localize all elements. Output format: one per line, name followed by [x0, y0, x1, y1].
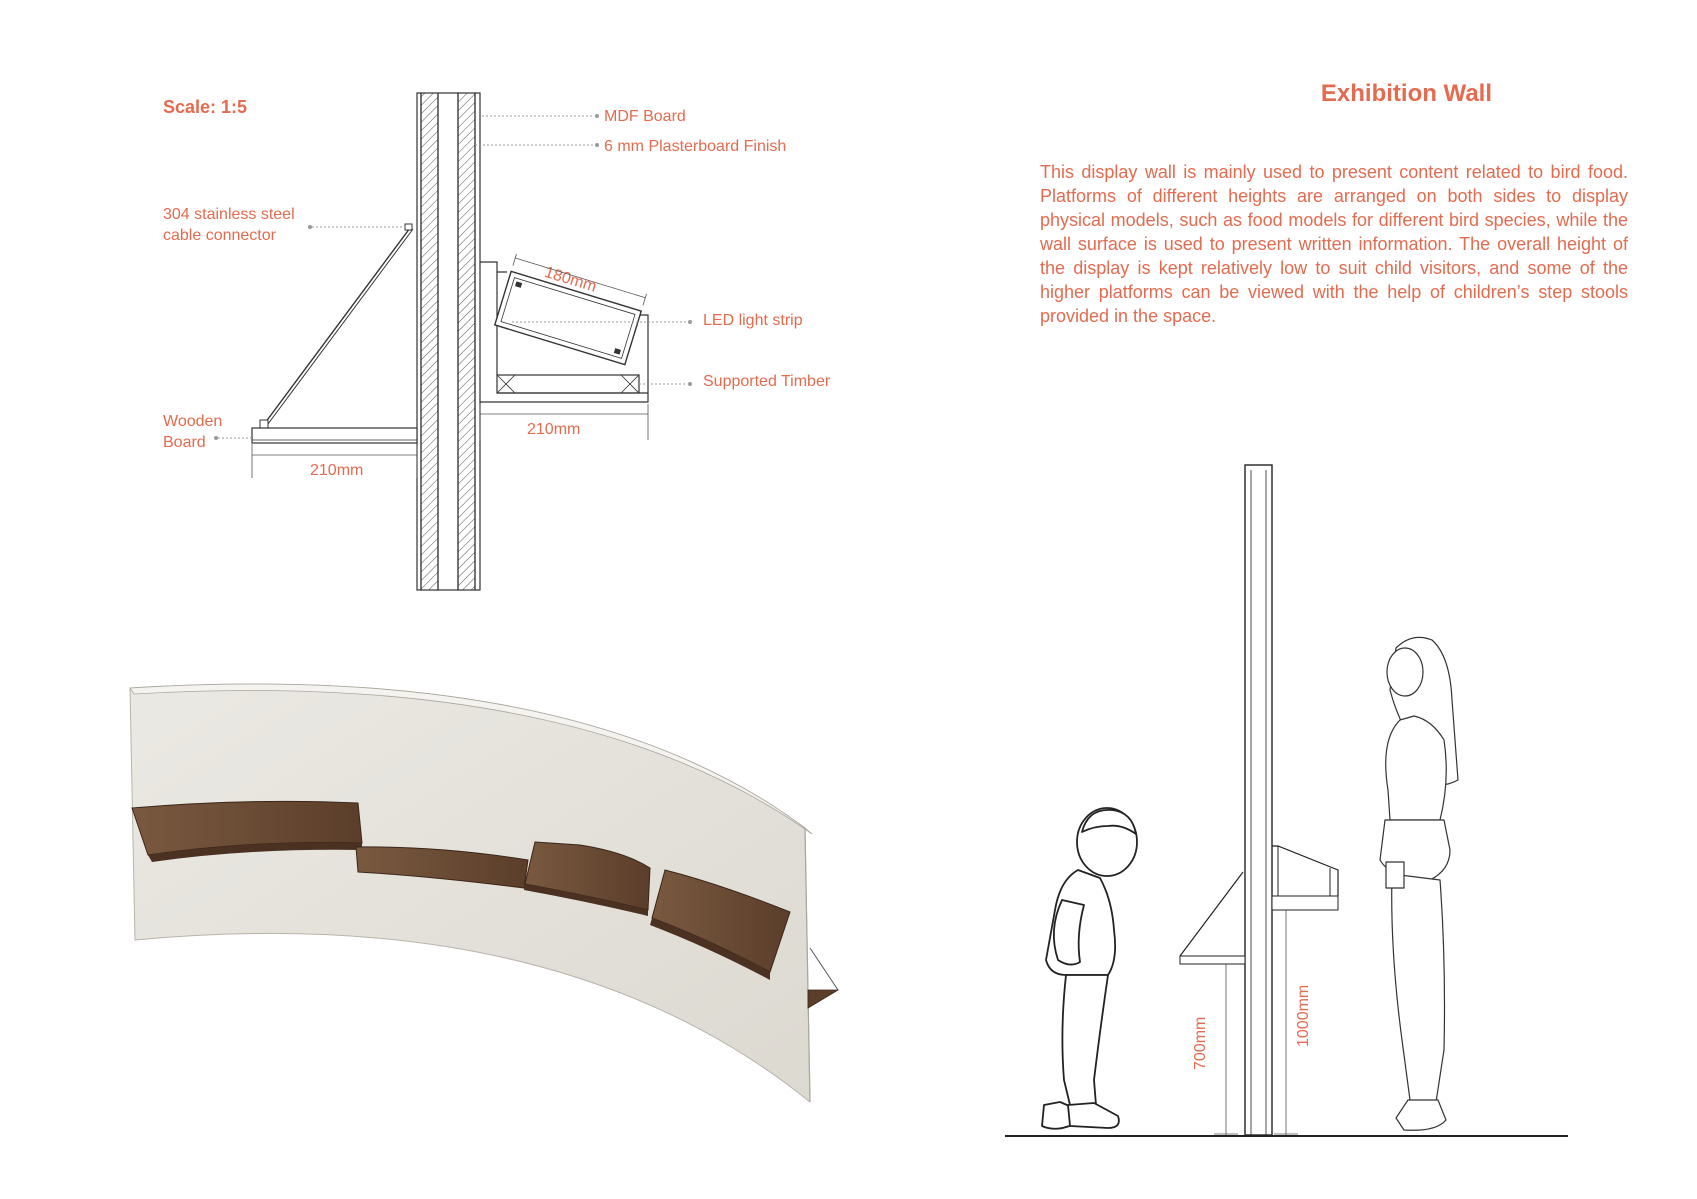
elevation-cable	[1179, 871, 1244, 957]
steel-cable-edge	[267, 228, 414, 425]
description-text: This display wall is mainly used to pres…	[1040, 162, 1628, 326]
adult-phone	[1385, 861, 1405, 889]
adult-face	[1386, 647, 1424, 697]
led-box-inner	[500, 277, 636, 359]
render-cable	[809, 947, 839, 991]
led-strip	[515, 281, 523, 288]
curved-wall-render	[129, 683, 840, 1104]
led-strip	[613, 348, 621, 355]
steel-cable	[264, 227, 411, 424]
wood-platform-3-edge	[524, 884, 648, 916]
wall-end-edge	[804, 827, 811, 1103]
label-mdf-board: MDF Board	[604, 108, 686, 125]
adult-top	[1385, 715, 1447, 821]
elevation-platform-right	[1271, 895, 1339, 911]
box-top-return	[480, 261, 507, 273]
page-title: Exhibition Wall	[1320, 80, 1492, 107]
section-drawing	[214, 92, 692, 591]
child-legs	[1061, 974, 1109, 1106]
cable-connector	[404, 223, 413, 231]
adult-trousers	[1391, 873, 1446, 1103]
wall-layer	[416, 92, 422, 591]
dim-left-platform: 210mm	[310, 462, 364, 479]
timber-cross	[620, 374, 640, 394]
curved-wall-top	[129, 683, 813, 835]
elevation-drawing	[1005, 464, 1568, 1137]
dim-ext-line	[642, 293, 647, 306]
label-plasterboard: 6 mm Plasterboard Finish	[604, 138, 787, 155]
wood-platform-5	[807, 989, 840, 1009]
child-hair	[1081, 809, 1137, 835]
elevation-box	[1272, 845, 1339, 896]
leader-dot	[595, 143, 599, 147]
adult-figure	[1379, 636, 1459, 1131]
led-box	[493, 254, 647, 366]
supported-timber	[496, 374, 640, 394]
wood-platform-1-edge	[148, 842, 362, 862]
adult-shoes	[1395, 1099, 1447, 1131]
wall-finish	[474, 92, 481, 591]
child-figure	[1041, 807, 1138, 1130]
child-shoe-front	[1067, 1102, 1120, 1129]
elevation-wall	[1244, 464, 1273, 1136]
leader-dot	[688, 382, 692, 386]
label-supported-timber: Supported Timber	[703, 373, 831, 390]
plasterboard-right	[457, 92, 476, 591]
leader-dot	[595, 114, 599, 118]
mdf-board-left	[420, 92, 439, 591]
led-box-outer	[493, 270, 643, 366]
label-cable-connector-2: cable connector	[163, 227, 276, 244]
leader-dot	[308, 225, 312, 229]
timber-cross	[496, 374, 516, 394]
label-wooden-board-2: Board	[163, 434, 206, 451]
wall-cavity	[437, 92, 459, 591]
label-cable-connector-1: 304 stainless steel	[163, 206, 295, 223]
elevation-platform-left	[1179, 955, 1246, 965]
wood-platform-2	[355, 846, 529, 889]
child-arm	[1052, 899, 1085, 966]
dim-line-angled	[515, 257, 646, 299]
wooden-board-section	[251, 427, 418, 444]
wood-platform-4-edge	[650, 918, 770, 980]
label-wooden-board-1: Wooden	[163, 413, 223, 430]
label-led-strip: LED light strip	[703, 312, 803, 329]
cable-anchor	[259, 419, 269, 429]
leader-dot	[688, 320, 692, 324]
dim-ext-line	[512, 254, 517, 266]
dim-right-platform: 210mm	[527, 421, 581, 438]
scale-label: Scale: 1:5	[163, 97, 248, 117]
leader-dot	[214, 436, 218, 440]
